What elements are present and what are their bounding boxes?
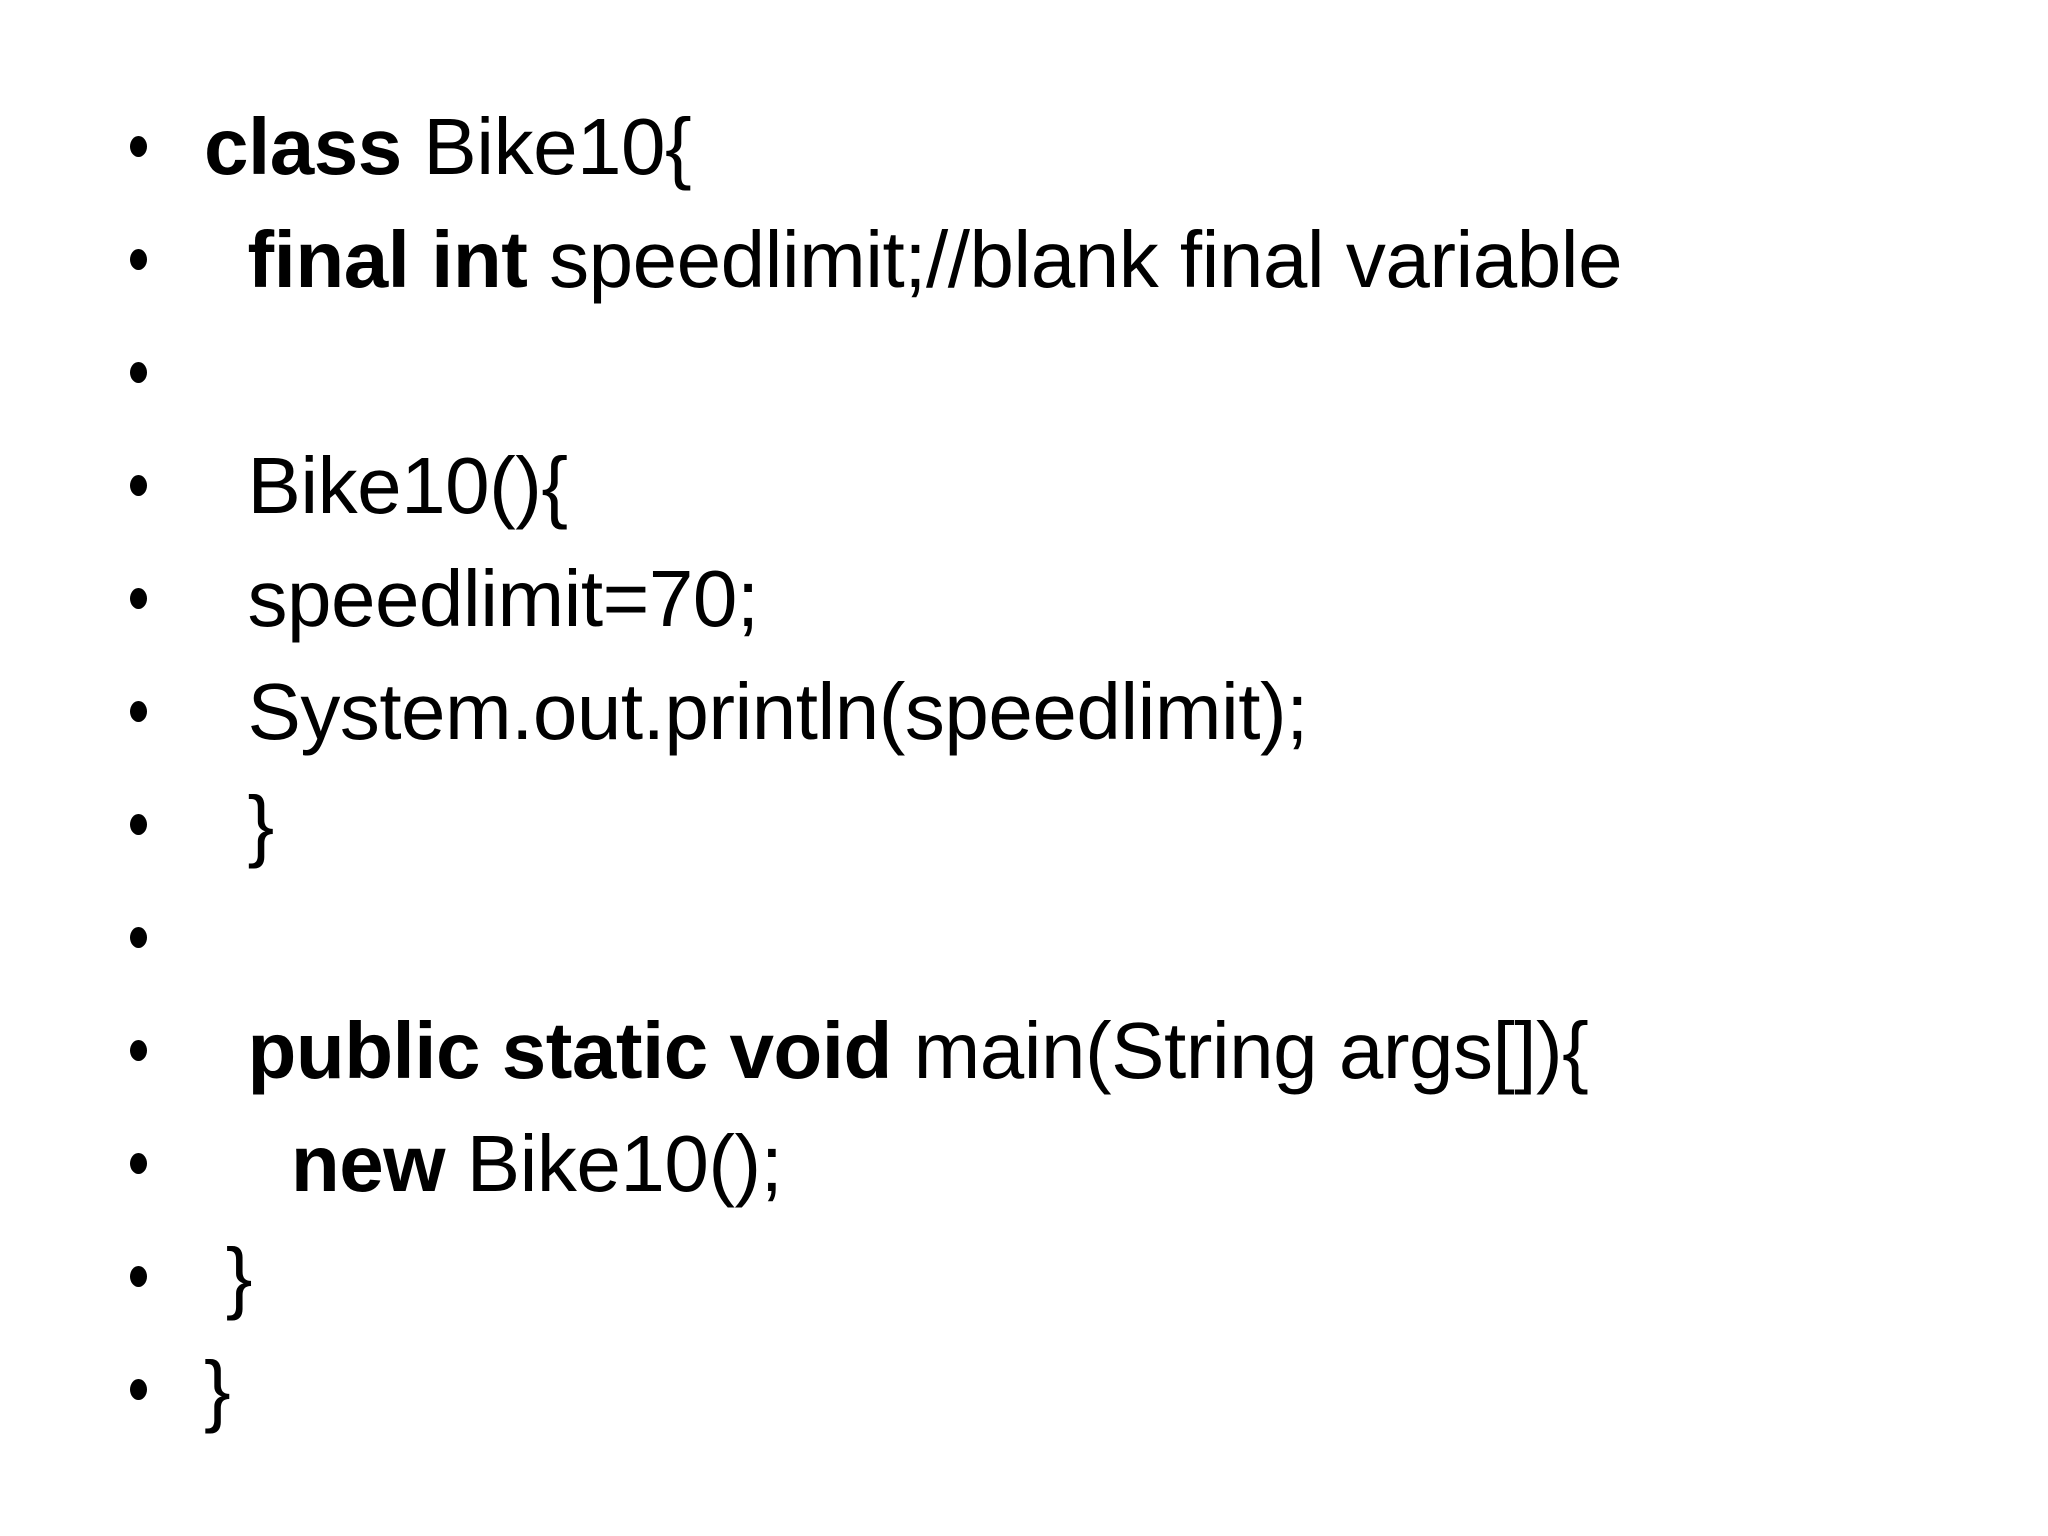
code-line: class Bike10{: [130, 90, 2048, 203]
bullet-icon: [130, 1153, 147, 1174]
code-line-text: public static void main(String args[]){: [204, 994, 1588, 1107]
code-keyword: class: [204, 102, 402, 191]
code-line-text: System.out.println(speedlimit);: [204, 655, 1308, 768]
code-text: System.out.println(speedlimit);: [204, 667, 1308, 756]
code-line-text: final int speedlimit;//blank final varia…: [204, 203, 1622, 316]
code-text: [204, 1119, 291, 1208]
code-line-text: }: [204, 1220, 253, 1333]
bullet-icon: [130, 814, 147, 835]
code-keyword: final int: [247, 215, 528, 304]
code-line: [130, 316, 2048, 429]
code-line-text: speedlimit=70;: [204, 542, 759, 655]
bullet-icon: [130, 475, 147, 496]
code-line: final int speedlimit;//blank final varia…: [130, 203, 2048, 316]
bullet-icon: [130, 136, 147, 157]
code-line: [130, 881, 2048, 994]
code-line-text: class Bike10{: [204, 90, 692, 203]
code-line-text: new Bike10();: [204, 1107, 783, 1220]
code-line: public static void main(String args[]){: [130, 994, 2048, 1107]
code-line: speedlimit=70;: [130, 542, 2048, 655]
code-line: Bike10(){: [130, 429, 2048, 542]
code-text: Bike10{: [401, 102, 692, 191]
code-text: speedlimit;//blank final variable: [527, 215, 1623, 304]
code-keyword: public static void: [247, 1006, 892, 1095]
code-line: new Bike10();: [130, 1107, 2048, 1220]
bullet-icon: [130, 588, 147, 609]
code-text: }: [204, 1232, 253, 1321]
code-text: Bike10(){: [204, 441, 568, 530]
bullet-icon: [130, 249, 147, 270]
code-line: System.out.println(speedlimit);: [130, 655, 2048, 768]
code-line-text: }: [204, 768, 274, 881]
code-line-text: Bike10(){: [204, 429, 568, 542]
code-list: class Bike10{ final int speedlimit;//bla…: [130, 90, 2048, 1446]
bullet-icon: [130, 1266, 147, 1287]
bullet-icon: [130, 362, 147, 383]
code-keyword: new: [290, 1119, 446, 1208]
code-text: main(String args[]){: [891, 1006, 1589, 1095]
code-text: }: [204, 1345, 231, 1434]
code-text: Bike10();: [445, 1119, 783, 1208]
code-text: [204, 215, 247, 304]
code-line-text: }: [204, 1333, 231, 1446]
bullet-icon: [130, 1379, 147, 1400]
code-line: }: [130, 768, 2048, 881]
code-line: }: [130, 1333, 2048, 1446]
bullet-icon: [130, 1040, 147, 1061]
bullet-icon: [130, 927, 147, 948]
code-line: }: [130, 1220, 2048, 1333]
code-text: speedlimit=70;: [204, 554, 759, 643]
code-text: }: [204, 780, 274, 869]
code-text: [204, 1006, 247, 1095]
bullet-icon: [130, 701, 147, 722]
